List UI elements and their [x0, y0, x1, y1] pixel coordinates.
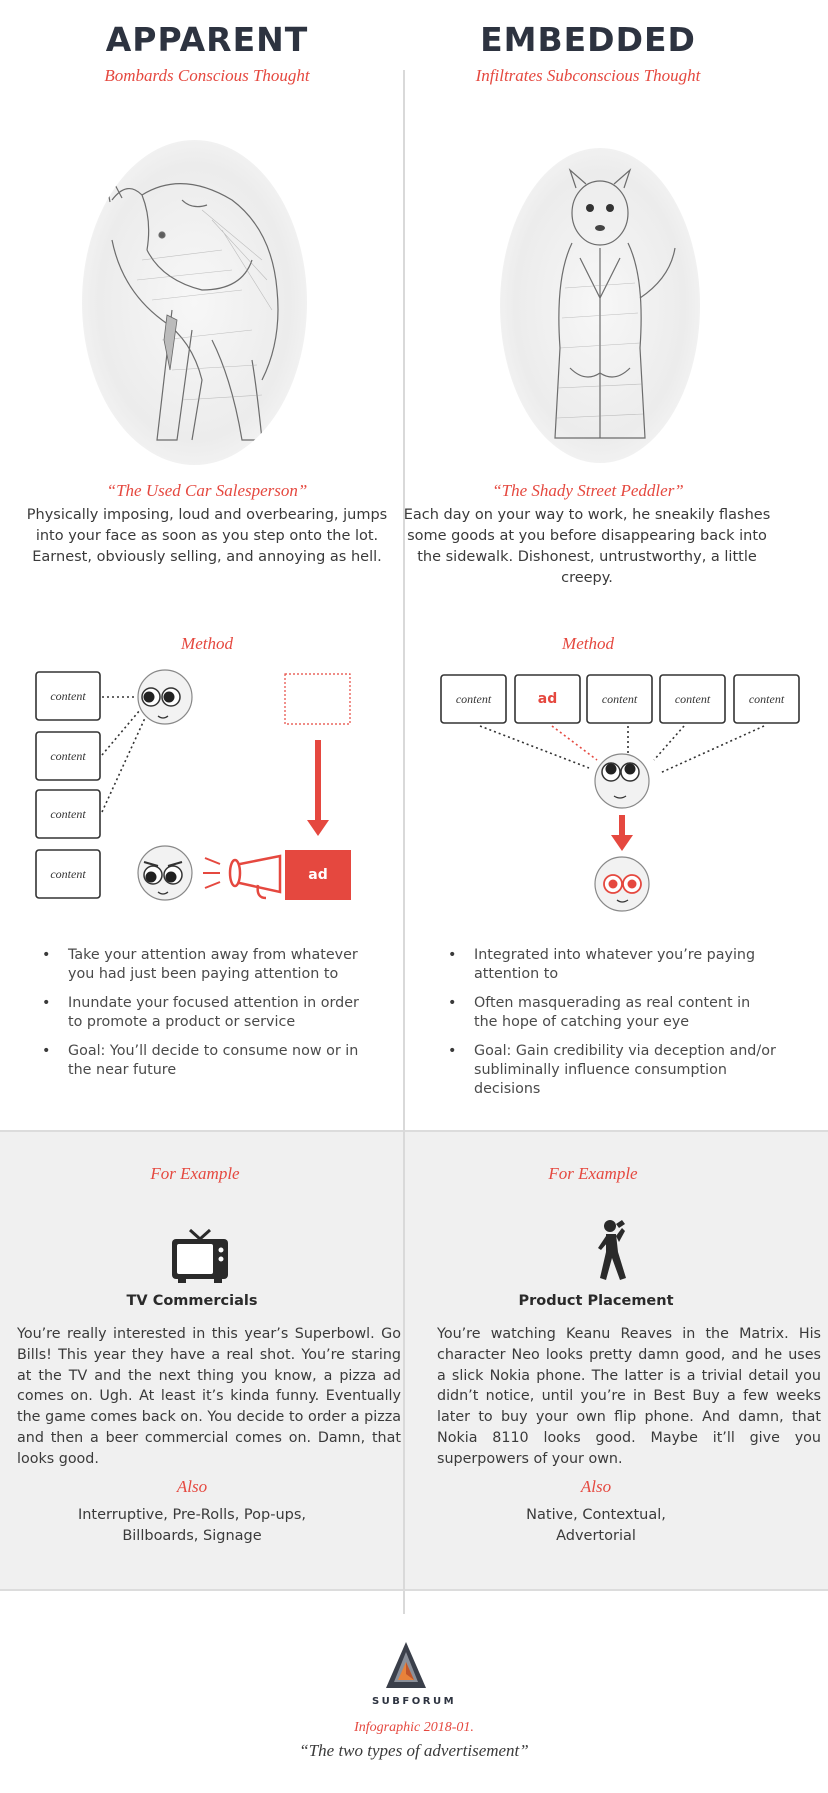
embedded-subtitle: Infiltrates Subconscious Thought — [475, 66, 701, 85]
apparent-ad-box: ad — [308, 867, 328, 883]
apparent-bullet-3: Goal: You’ll decide to consume now or in… — [42, 1042, 372, 1080]
apparent-method-label: Method — [181, 634, 233, 653]
apparent-subtitle: Bombards Conscious Thought — [104, 66, 310, 85]
subforum-logo-icon — [386, 1642, 426, 1688]
apparent-bullet-2: Inundate your focused attention in order… — [42, 994, 372, 1032]
apparent-also-text: Interruptive, Pre-Rolls, Pop-ups, Billbo… — [0, 1505, 399, 1547]
footer-brand: SUBFORUM — [371, 1696, 457, 1707]
embedded-bullet-1: Integrated into whatever you’re paying a… — [448, 946, 778, 984]
tv-icon — [172, 1228, 228, 1283]
embedded-column: EMBEDDED Infiltrates Subconscious Though… — [404, 0, 828, 1600]
center-divider-footer — [403, 1590, 405, 1614]
embedded-box-4: content — [674, 692, 711, 706]
apparent-bullets: Take your attention away from whatever y… — [42, 946, 372, 1090]
center-divider — [403, 70, 405, 1130]
embedded-example-label: For Example — [548, 1164, 638, 1183]
embedded-title: EMBEDDED — [480, 20, 696, 59]
embedded-example-title: Product Placement — [518, 1293, 674, 1309]
embedded-also-line-1: Native, Contextual, — [526, 1507, 666, 1523]
apparent-column: APPARENT Bombards Conscious Thought “The — [0, 0, 414, 1600]
embedded-box-ad: ad — [537, 691, 558, 707]
embedded-also-line-2: Advertorial — [556, 1528, 636, 1544]
megaphone-icon — [228, 854, 282, 900]
apparent-example-label: For Example — [150, 1164, 240, 1183]
apparent-description: Physically imposing, loud and overbearin… — [26, 507, 388, 565]
apparent-also-label: Also — [176, 1477, 208, 1496]
embedded-also-label: Also — [580, 1477, 612, 1496]
embedded-diagram — [440, 674, 800, 912]
embedded-character: “The Shady Street Peddler” — [492, 481, 684, 500]
footer-infographic-title: “The two types of advertisement” — [299, 1741, 529, 1760]
center-divider-gray — [403, 1130, 405, 1590]
apparent-bullet-1: Take your attention away from whatever y… — [42, 946, 372, 984]
apparent-also-line-2: Billboards, Signage — [122, 1528, 262, 1544]
footer-infographic-id: Infographic 2018-01. — [354, 1720, 474, 1735]
person-phone-icon — [598, 1220, 626, 1280]
embedded-box-5: content — [748, 692, 785, 706]
rhino-illustration — [82, 140, 307, 465]
embedded-box-3: content — [601, 692, 638, 706]
embedded-bullet-2: Often masquerading as real content in th… — [448, 994, 778, 1032]
apparent-example-text: You’re really interested in this year’s … — [17, 1326, 401, 1467]
embedded-bullet-3: Goal: Gain credibility via deception and… — [448, 1042, 778, 1099]
embedded-bullets: Integrated into whatever you’re paying a… — [448, 946, 778, 1109]
weasel-illustration — [500, 148, 700, 463]
embedded-method-label: Method — [562, 634, 614, 653]
examples-panel — [0, 1130, 828, 1591]
apparent-content-box-4: content — [50, 867, 86, 881]
apparent-diagram — [35, 669, 351, 901]
apparent-title: APPARENT — [105, 20, 309, 59]
apparent-content-box-3: content — [50, 807, 86, 821]
apparent-content-box-2: content — [50, 749, 86, 763]
embedded-description: Each day on your way to work, he sneakil… — [403, 507, 771, 586]
embedded-box-1: content — [455, 692, 492, 706]
embedded-also-text: Native, Contextual, Advertorial — [389, 1505, 803, 1547]
apparent-example-title: TV Commercials — [126, 1293, 258, 1309]
apparent-content-box-1: content — [50, 689, 86, 703]
apparent-character: “The Used Car Salesperson” — [106, 481, 308, 500]
embedded-example-text: You’re watching Keanu Reaves in the Matr… — [437, 1326, 821, 1467]
apparent-also-line-1: Interruptive, Pre-Rolls, Pop-ups, — [77, 1507, 307, 1523]
